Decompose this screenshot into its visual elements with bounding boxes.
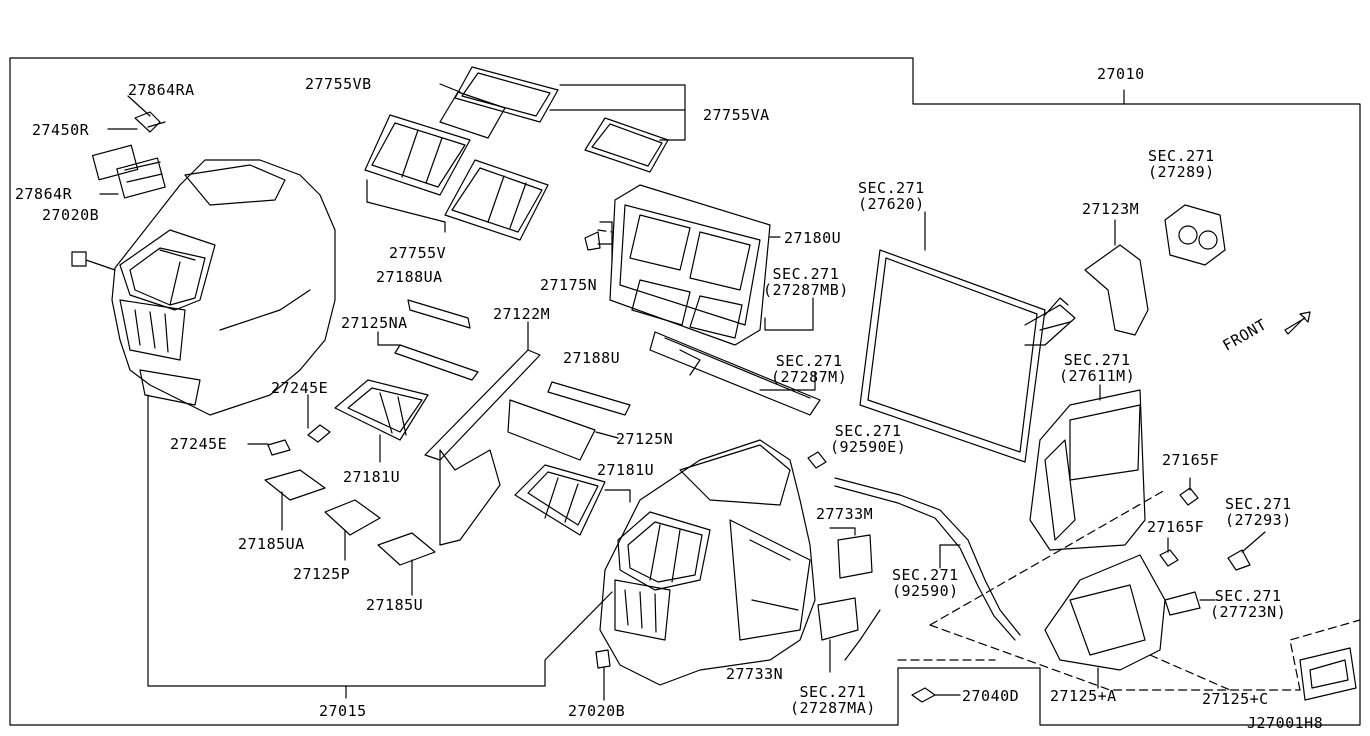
bolt-27040D bbox=[911, 687, 961, 703]
label-27245E-a[interactable]: 27245E bbox=[271, 379, 329, 397]
label-27755VA[interactable]: 27755VA bbox=[703, 106, 770, 124]
sec-part: (27293) bbox=[1225, 511, 1292, 529]
label-27185UA[interactable]: 27185UA bbox=[238, 535, 305, 553]
label-27020B-top[interactable]: 27020B bbox=[42, 206, 100, 224]
assembly-27015-outline bbox=[147, 394, 613, 687]
sec-ref-27620[interactable]: SEC.271 (27620) bbox=[858, 180, 925, 212]
evaporator-27620 bbox=[859, 211, 1076, 463]
sec-number: SEC.271 bbox=[1225, 495, 1292, 513]
label-27175N[interactable]: 27175N bbox=[540, 276, 598, 294]
label-27125N[interactable]: 27125N bbox=[616, 430, 674, 448]
sec-number: SEC.271 bbox=[858, 179, 925, 197]
label-27020B-bottom[interactable]: 27020B bbox=[568, 702, 626, 720]
sec-ref-92590E[interactable]: SEC.271 (92590E) bbox=[830, 423, 906, 455]
sec-number: SEC.271 bbox=[834, 422, 902, 440]
sec-ref-27287MA[interactable]: SEC.271 (27287MA) bbox=[790, 684, 876, 716]
label-27181U-b[interactable]: 27181U bbox=[597, 461, 655, 479]
label-27165F-a[interactable]: 27165F bbox=[1162, 451, 1220, 469]
label-27180U[interactable]: 27180U bbox=[784, 229, 842, 247]
sec-part: (92590E) bbox=[830, 438, 907, 456]
label-27864R[interactable]: 27864R bbox=[15, 185, 73, 203]
label-27181U-a[interactable]: 27181U bbox=[343, 468, 401, 486]
sec-part: (27611M) bbox=[1059, 367, 1136, 385]
heater-unit-left bbox=[111, 159, 336, 416]
label-27733M[interactable]: 27733M bbox=[816, 505, 874, 523]
sec-part: (27287MB) bbox=[763, 281, 849, 299]
label-27165F-b[interactable]: 27165F bbox=[1147, 518, 1205, 536]
sec-number: SEC.271 bbox=[1214, 587, 1282, 605]
switches-27733 bbox=[817, 527, 873, 673]
sec-ref-92590[interactable]: SEC.271 (92590) bbox=[892, 567, 959, 599]
label-27010[interactable]: 27010 bbox=[1097, 65, 1145, 83]
sec-number: SEC.271 bbox=[1148, 147, 1215, 165]
label-27125-C[interactable]: 27125+C bbox=[1202, 690, 1269, 708]
small-parts-upper-left bbox=[71, 95, 166, 271]
middle-small-parts bbox=[247, 299, 631, 596]
sec-part: (27620) bbox=[858, 195, 925, 213]
label-27015[interactable]: 27015 bbox=[319, 702, 367, 720]
sec-part: (92590) bbox=[892, 582, 959, 600]
sec-part: (27289) bbox=[1148, 163, 1215, 181]
label-27188U[interactable]: 27188U bbox=[563, 349, 621, 367]
label-27185U[interactable]: 27185U bbox=[366, 596, 424, 614]
label-27123M[interactable]: 27123M bbox=[1082, 200, 1140, 218]
filters-27755 bbox=[364, 66, 686, 241]
sec-ref-27611M[interactable]: SEC.271 (27611M) bbox=[1059, 352, 1135, 384]
sec-number: SEC.271 bbox=[775, 352, 843, 370]
sec-number: SEC.271 bbox=[892, 566, 959, 584]
sec-part: (27287MA) bbox=[790, 699, 876, 717]
sec-number: SEC.271 bbox=[799, 683, 867, 701]
front-arrow-icon bbox=[1284, 311, 1311, 335]
label-27755V[interactable]: 27755V bbox=[389, 244, 447, 262]
sec-ref-27723N[interactable]: SEC.271 (27723N) bbox=[1210, 588, 1286, 620]
sec-ref-27293[interactable]: SEC.271 (27293) bbox=[1225, 496, 1292, 528]
label-27125NA[interactable]: 27125NA bbox=[341, 314, 408, 332]
sec-part: (27723N) bbox=[1210, 603, 1287, 621]
main-unit-27015 bbox=[595, 439, 816, 701]
case-27180U bbox=[584, 184, 821, 416]
diagram-id: J27001H8 bbox=[1247, 714, 1324, 732]
label-27125P[interactable]: 27125P bbox=[293, 565, 351, 583]
outer-frame bbox=[9, 57, 1361, 726]
right-side-parts bbox=[1029, 204, 1357, 701]
label-27188UA[interactable]: 27188UA bbox=[376, 268, 443, 286]
label-27733N[interactable]: 27733N bbox=[726, 665, 784, 683]
label-27122M[interactable]: 27122M bbox=[493, 305, 551, 323]
sec-number: SEC.271 bbox=[772, 265, 840, 283]
sec-ref-27287MB[interactable]: SEC.271 (27287MB) bbox=[763, 266, 849, 298]
sec-ref-27287M[interactable]: SEC.271 (27287M) bbox=[771, 353, 847, 385]
label-27864RA[interactable]: 27864RA bbox=[128, 81, 195, 99]
sec-part: (27287M) bbox=[771, 368, 848, 386]
label-27245E-b[interactable]: 27245E bbox=[170, 435, 228, 453]
label-27125-A[interactable]: 27125+A bbox=[1050, 687, 1117, 705]
label-27755VB[interactable]: 27755VB bbox=[305, 75, 372, 93]
label-27450R[interactable]: 27450R bbox=[32, 121, 90, 139]
pipe-92590 bbox=[807, 451, 1021, 661]
dashed-boundary bbox=[597, 229, 1361, 691]
label-27040D[interactable]: 27040D bbox=[962, 687, 1020, 705]
sec-ref-27289[interactable]: SEC.271 (27289) bbox=[1148, 148, 1215, 180]
sec-number: SEC.271 bbox=[1063, 351, 1131, 369]
